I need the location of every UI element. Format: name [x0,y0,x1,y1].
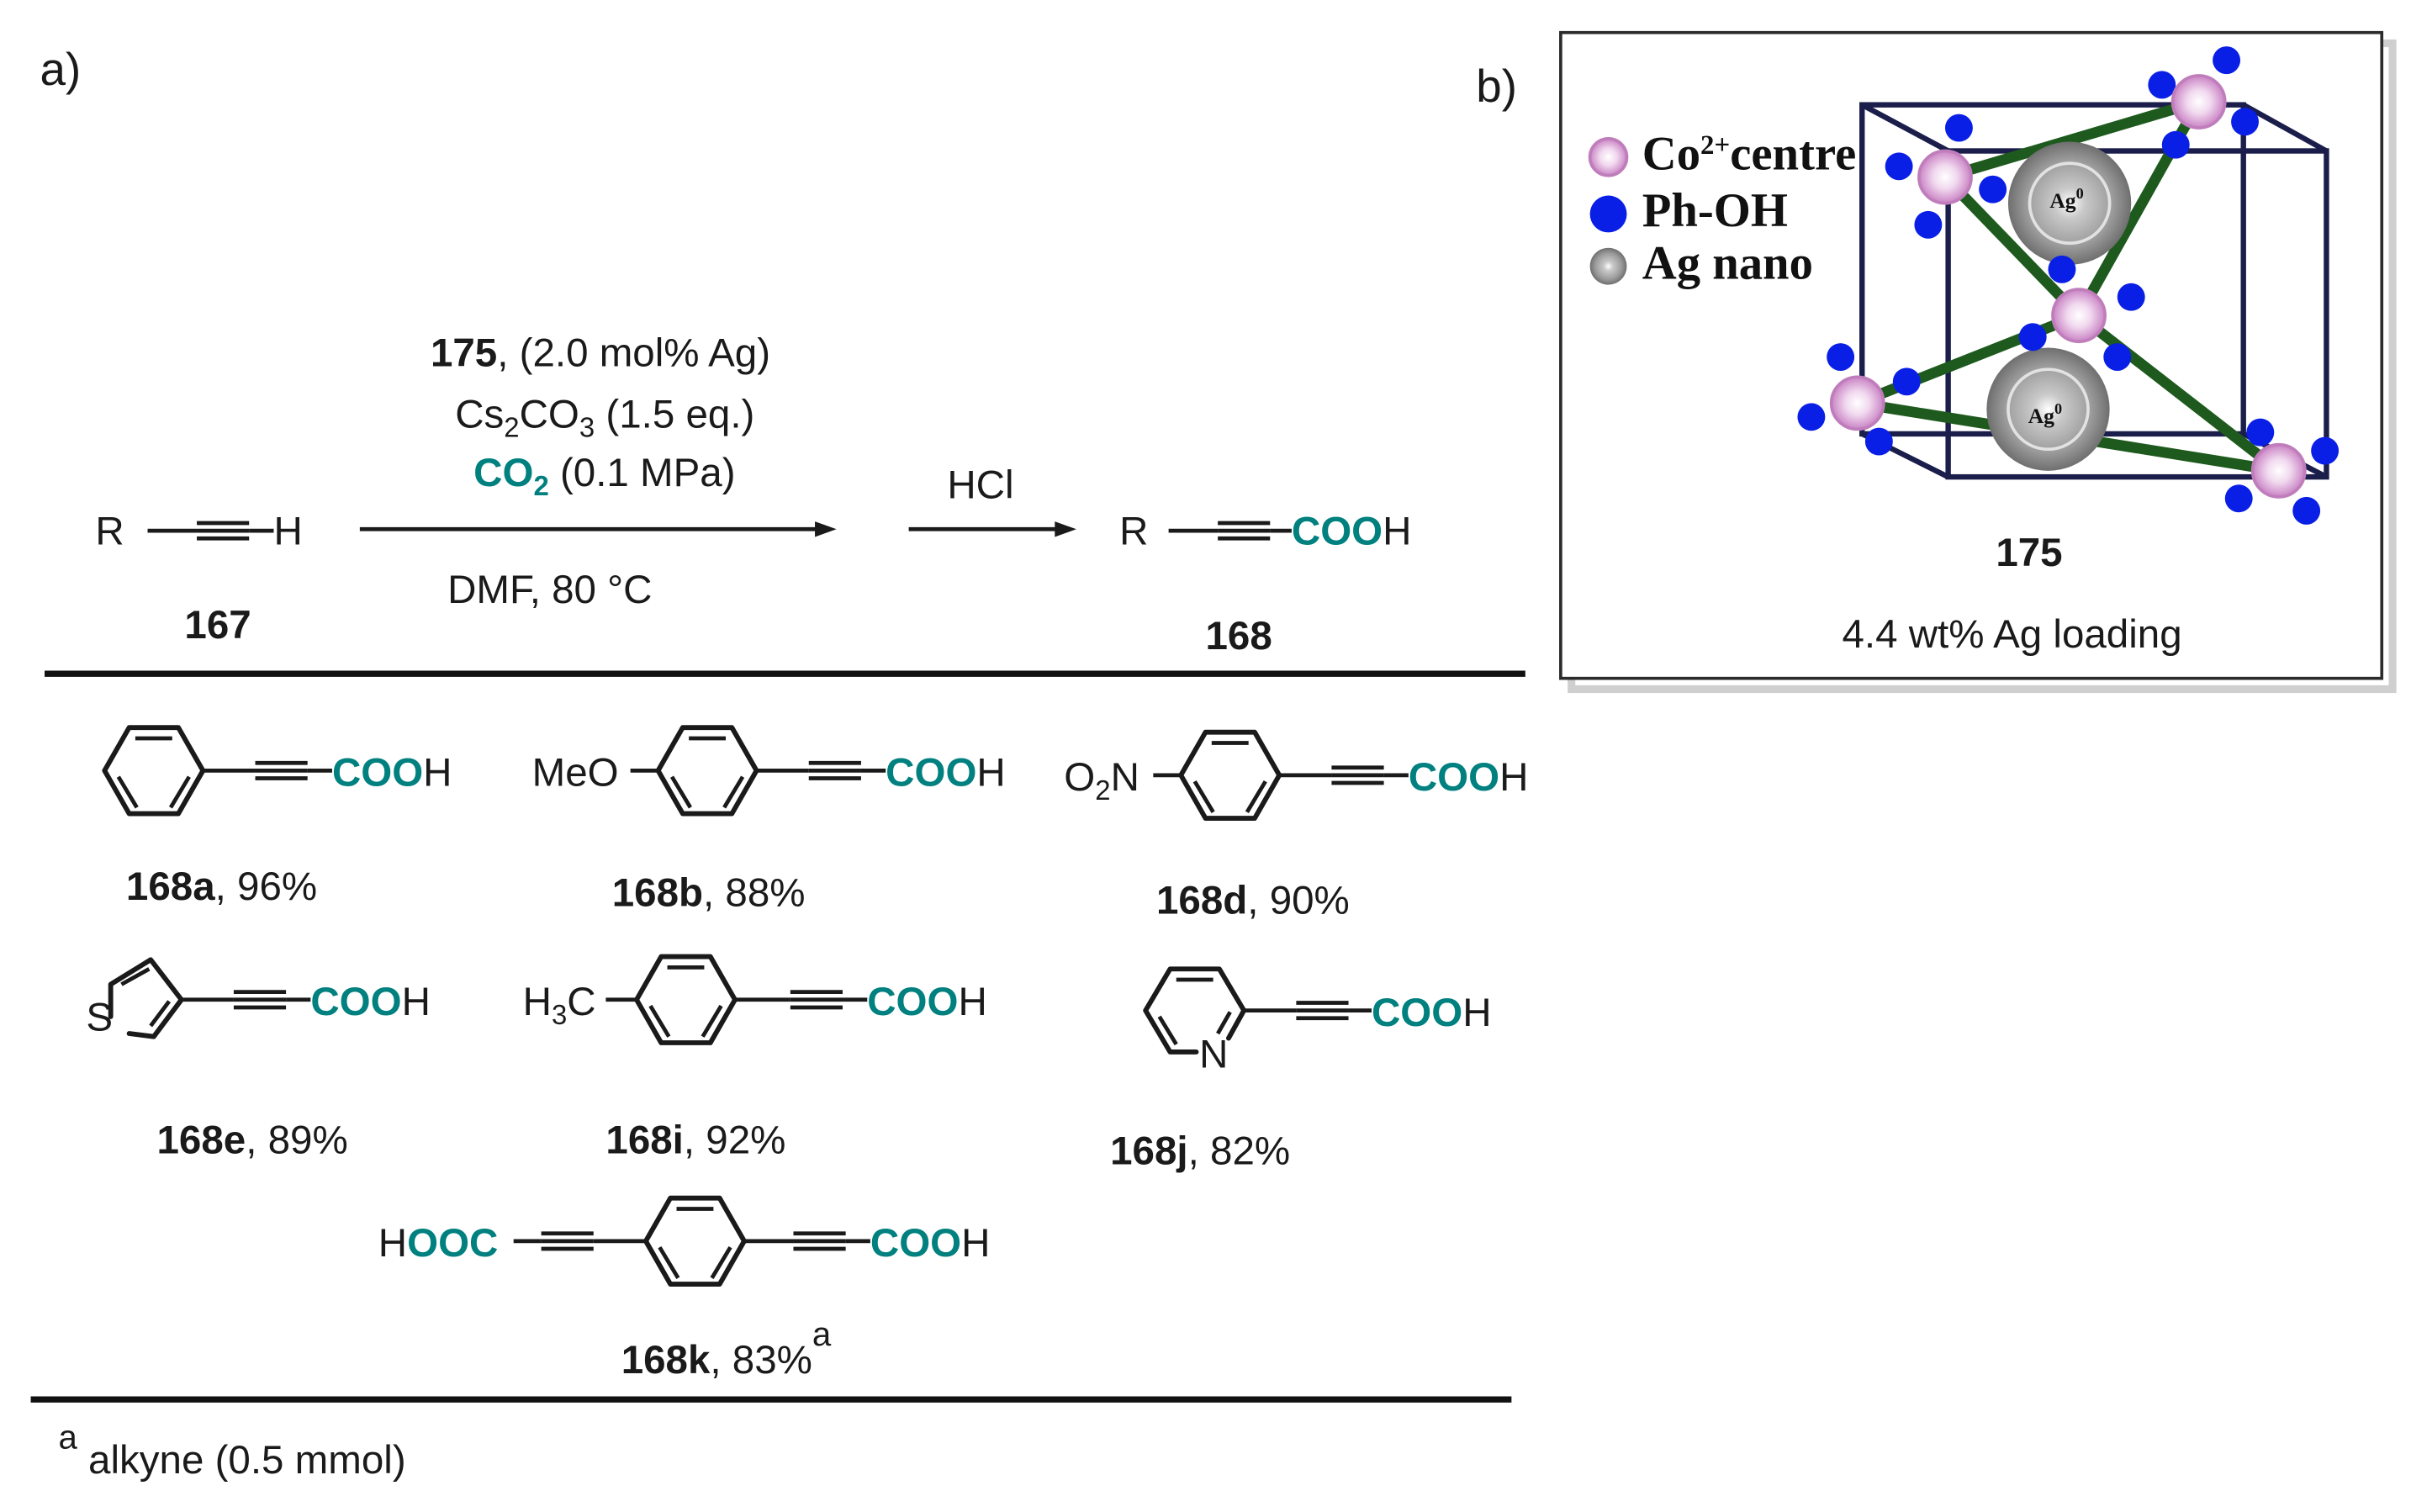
reactant-number: 167 [184,603,251,648]
cobalt-centre-legend-icon [1588,137,1629,177]
cooh-h-168a: H [423,751,452,796]
svg-text:CO2 (0.1 MPa): CO2 (0.1 MPa) [473,451,735,501]
reactant-r-label: R [95,510,124,554]
legend: Co2+centre Ph-OH Ag nano [1588,127,1856,289]
cooh-h-168b: H [976,751,1005,796]
svg-text:COOH: COOH [870,1221,991,1266]
base-mid: CO [520,393,579,437]
svg-text:Ph-OH: Ph-OH [1642,184,1788,237]
structure-168b: MeO COOH [532,725,1006,817]
label-168d: 168d, 90% [1156,878,1350,923]
catalyst-loading: , (2.0 mol% Ag) [497,330,770,375]
svg-text:COOH: COOH [1372,991,1492,1035]
svg-text:COOH: COOH [1292,510,1412,554]
base-sub1: 2 [504,412,519,443]
svg-text:H3C: H3C [523,980,596,1030]
cooh-h-168j: H [1462,991,1491,1035]
svg-text:Ag0: Ag0 [2028,400,2062,428]
svg-text:HOOC: HOOC [378,1221,499,1266]
cooh-h-168d: H [1499,755,1528,800]
co2-main: CO [473,451,533,495]
structure-168a: COOH [102,725,452,817]
product-168: R COOH 168 [1119,510,1411,658]
structure-168e: S COOH [86,957,431,1039]
pyridine-n: N [1199,1032,1228,1076]
silver-nano-legend-icon [1589,247,1627,285]
product-r-label: R [1119,510,1148,554]
catalyst-number: 175 [431,330,497,375]
cooh-168e: COO [310,980,401,1024]
cooh-h-168e: H [402,980,431,1024]
cooh-168b: COO [886,751,976,796]
structure-168i: H3C COOH [523,954,987,1045]
cobalt-centres [1797,46,2340,525]
reactant-167: R H 167 [95,510,302,648]
cooh-h-168i: H [958,980,986,1024]
label-168e: 168e, 89% [157,1118,348,1163]
structure-168j: N COOH [1143,966,1492,1076]
svg-text:COOH: COOH [310,980,431,1024]
cooh-h-168k: H [961,1221,990,1266]
silver-nanoparticles: Ag0 Ag0 [1986,141,2132,471]
product-number: 168 [1206,614,1272,658]
svg-text:COOH: COOH [867,980,987,1024]
label-168j: 168j, 82% [1110,1129,1290,1173]
structure-168d: O2N COOH [1064,729,1529,821]
thiophene-s: S [86,995,113,1039]
label-168k: 168k, 83%a [621,1315,832,1382]
reaction-conditions: 175, (2.0 mol% Ag) Cs2CO3 (1.5 eq.) CO2 … [359,330,837,612]
cooh-168k: COO [870,1221,961,1266]
solvent-temperature: DMF, 80 °C [447,568,652,612]
svg-text:COOH: COOH [1409,755,1529,800]
phenol-legend-icon [1589,195,1627,233]
structure-168k: HOOC COOH [378,1195,991,1287]
meo-substituent: MeO [532,751,619,796]
mof-caption: 4.4 wt% Ag loading [1842,612,2181,657]
panel-a-label: a) [40,43,82,95]
svg-text:175, (2.0 mol% Ag): 175, (2.0 mol% Ag) [431,330,770,375]
label-168b: 168b, 88% [612,870,806,915]
co2-pressure: (0.1 MPa) [549,451,736,495]
footnote: a alkyne (0.5 mmol) [58,1419,405,1483]
svg-text:Co2+centre: Co2+centre [1642,127,1856,180]
mof-illustration-panel: Co2+centre Ph-OH Ag nano [1559,30,2397,694]
base-amount: (1.5 eq.) [595,393,754,437]
cooh-168i: COO [867,980,958,1024]
svg-text:COOH: COOH [886,751,1006,796]
label-168i: 168i, 92% [605,1118,785,1163]
co2-sub: 2 [533,470,548,501]
label-168a: 168a, 96% [126,864,317,909]
hcl-label: HCl [947,463,1013,508]
acidification-step: HCl [908,463,1076,537]
base-sub2: 3 [579,412,595,443]
svg-text:O2N: O2N [1064,755,1139,806]
cooh-168j: COO [1372,991,1462,1035]
svg-text:Ag0: Ag0 [2049,185,2083,213]
reactant-h-label: H [273,510,302,554]
svg-text:COOH: COOH [332,751,452,796]
cooh-168d: COO [1409,755,1499,800]
base-main: Cs [455,393,504,437]
panel-b-label: b) [1476,60,1517,112]
svg-text:Cs2CO3 (1.5 eq.): Cs2CO3 (1.5 eq.) [455,393,754,443]
mof-compound-number: 175 [1996,531,2062,575]
svg-text:Ag nano: Ag nano [1642,236,1813,289]
cooh-168a: COO [332,751,423,796]
product-h: H [1383,510,1411,554]
product-cooh: COO [1292,510,1383,554]
